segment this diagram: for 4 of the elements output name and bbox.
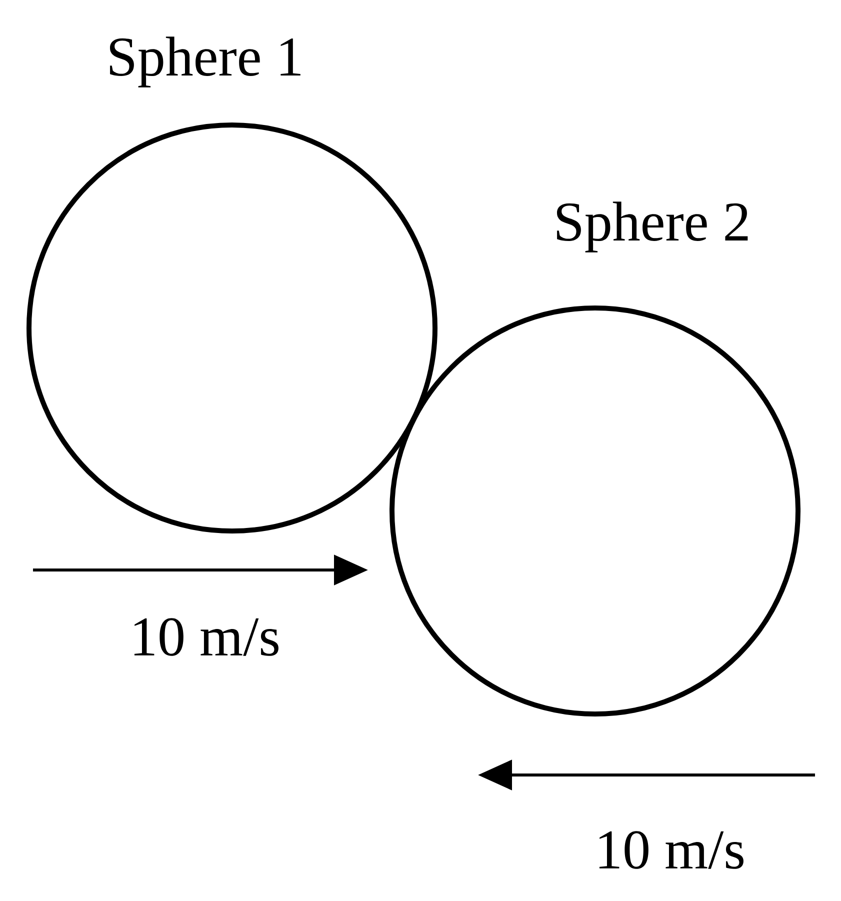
sphere-label: Sphere 1 [110,36,300,88]
velocity-label: 10 m/s [134,618,278,656]
sphere-label: Sphere 2 [557,202,748,252]
velocity-label: 10 m/s [599,831,744,869]
